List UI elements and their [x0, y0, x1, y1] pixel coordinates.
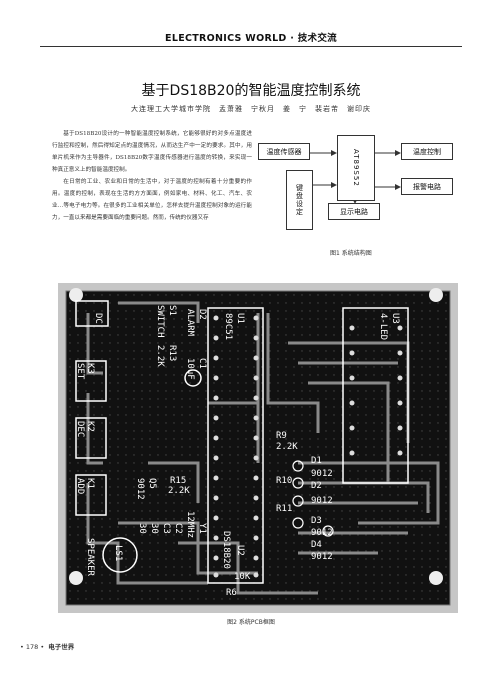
pcb-label-c3v: 30 [137, 523, 147, 534]
figure2-caption: 图2 系统PCB框图 [227, 619, 275, 626]
pcb-label-d2b: D2 [311, 481, 322, 491]
pcb-label-r13: R13 [167, 345, 177, 361]
article-title: 基于DS18B20的智能温度控制系统 [141, 83, 361, 99]
pcb-artwork: DC S1 SWITCH D2 ALARM U1 89C51 U3 4-LED … [58, 283, 458, 613]
pcb-label-r13v: 2.2K [155, 345, 165, 367]
pcb-label-r11: R11 [276, 504, 292, 514]
pcb-label-set: SET [75, 363, 85, 380]
pcb-label-q5v: 9012 [135, 478, 145, 500]
pcb-label-r9: R9 [276, 431, 287, 441]
pcb-label-89c51: 89C51 [223, 313, 233, 340]
pcb-label-4led: 4-LED [378, 313, 388, 340]
figure2-pcb: DC S1 SWITCH D2 ALARM U1 89C51 U3 4-LED … [58, 283, 458, 613]
pcb-label-d1: D1 [311, 456, 322, 466]
article-body: 基于DS18B20设计的一种智能温度控制系统，它能够很好的对多点温度进行监控和控… [52, 128, 252, 224]
paragraph-2: 在日常的工业、农业和日常的生活中，对于温度的控制有着十分重要的作用。温度的控制，… [52, 179, 252, 221]
pcb-label-d3: D3 [311, 516, 322, 526]
pcb-label-speaker: SPEAKER [85, 538, 95, 577]
pcb-label-add: ADD [75, 478, 85, 494]
pcb-label-alarm: ALARM [185, 309, 195, 337]
pcb-label-y1: Y1 [197, 523, 207, 534]
pcb-label-ls1: LS1 [113, 545, 123, 561]
pcb-label-q3: 9012 [311, 528, 333, 538]
pcb-label-q1: 9012 [311, 469, 333, 479]
pcb-label-q2: 9012 [311, 496, 333, 506]
pcb-label-r10: R10 [276, 476, 292, 486]
header-rule [40, 46, 462, 47]
block-mcu-label: AT89S52 [352, 149, 360, 187]
block-display: 显示电路 [328, 203, 380, 220]
figure1-caption: 图1 系统结构图 [330, 250, 372, 257]
pcb-label-s1: S1 [167, 305, 177, 316]
pcb-label-d4: D4 [311, 540, 322, 550]
pcb-label-q5: Q5 [147, 478, 157, 489]
pcb-label-switch: SWITCH [155, 305, 165, 338]
block-alarm: 报警电路 [401, 178, 453, 195]
pcb-label-k2: K2 [85, 421, 95, 432]
pcb-label-dc: DC [93, 313, 103, 324]
pcb-label-y1v: 12MHz [185, 511, 195, 538]
pcb-label-k1: K1 [85, 478, 95, 489]
block-mcu: AT89S52 [337, 135, 375, 201]
pcb-label-c1v: 10uF [185, 358, 195, 380]
journal-name: 电子世界 [48, 643, 75, 651]
block-keyboard-label: 键盘设定 [295, 184, 304, 216]
pcb-label-u1: U1 [235, 313, 245, 324]
pcb-label-r9v: 2.2K [276, 442, 298, 452]
running-header: ELECTRONICS WORLD · 技术交流 [165, 33, 337, 44]
pcb-label-q4: 9012 [311, 552, 333, 562]
block-temp-control: 温度控制 [401, 143, 453, 160]
pcb-label-r6: R6 [226, 588, 237, 598]
pcb-label-ds18b20: DS18B20 [221, 531, 231, 569]
pcb-label-u2: U2 [235, 545, 245, 556]
pcb-label-r6v: 10K [234, 572, 251, 582]
figure1-connectors [310, 150, 401, 204]
pcb-label-c2v: 30 [149, 523, 159, 534]
pcb-label-c3: C3 [161, 523, 171, 534]
block-keyboard: 键盘设定 [286, 170, 313, 230]
article-authors: 大连理工大学城市学院 孟萧雅 宁秋月 姜 宁 裴岩芾 谢印庆 [131, 105, 371, 113]
page-footer: • 178 •电子世界 [20, 641, 74, 651]
block-temp-sensor: 温度传感器 [258, 143, 310, 160]
pcb-label-d2: D2 [197, 309, 207, 320]
pcb-label-c1: C1 [197, 358, 207, 369]
pcb-label-k3: K3 [85, 363, 95, 374]
pcb-label-r15v: 2.2K [168, 486, 190, 496]
pcb-label-r15: R15 [170, 476, 186, 486]
paragraph-1: 基于DS18B20设计的一种智能温度控制系统，它能够很好的对多点温度进行监控和控… [52, 131, 252, 173]
pcb-label-dec: DEC [75, 421, 85, 437]
pcb-label-u3: U3 [390, 313, 400, 324]
pcb-label-c2: C2 [173, 523, 183, 534]
page-number: • 178 • [20, 643, 45, 651]
